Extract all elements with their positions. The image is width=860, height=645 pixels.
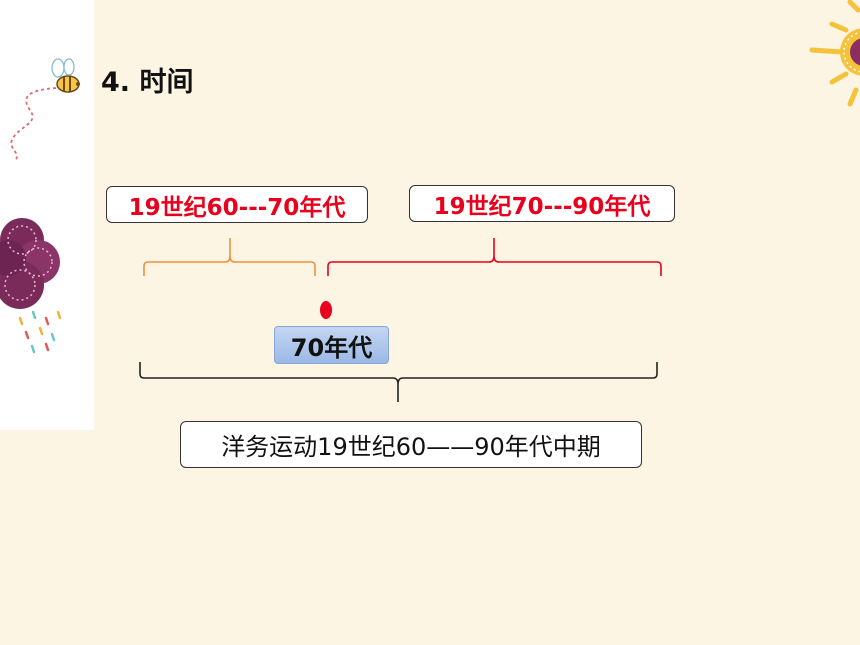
period-late-box: 19世纪70---90年代 (409, 185, 675, 222)
period-late-label: 19世纪70---90年代 (433, 193, 651, 220)
bee-icon (51, 58, 80, 93)
marker-label: 70年代 (274, 326, 389, 364)
period-early-box: 19世纪60---70年代 (106, 186, 368, 223)
flower-icon (0, 218, 60, 309)
period-early-label: 19世纪60---70年代 (128, 194, 346, 221)
main-period-bracket (139, 362, 658, 402)
summary-box: 洋务运动19世纪60——90年代中期 (180, 421, 642, 468)
early-period-bracket (143, 238, 316, 276)
dotted-trail (10, 87, 57, 161)
rain-dots (18, 310, 62, 354)
late-period-bracket (327, 238, 662, 276)
summary-label: 洋务运动19世纪60——90年代中期 (221, 433, 601, 461)
left-white-panel (0, 0, 94, 430)
marker-dot (320, 301, 332, 319)
slide-title: 4. 时间 (101, 67, 194, 98)
sun-icon (809, 0, 860, 107)
decorations-left (0, 58, 80, 354)
